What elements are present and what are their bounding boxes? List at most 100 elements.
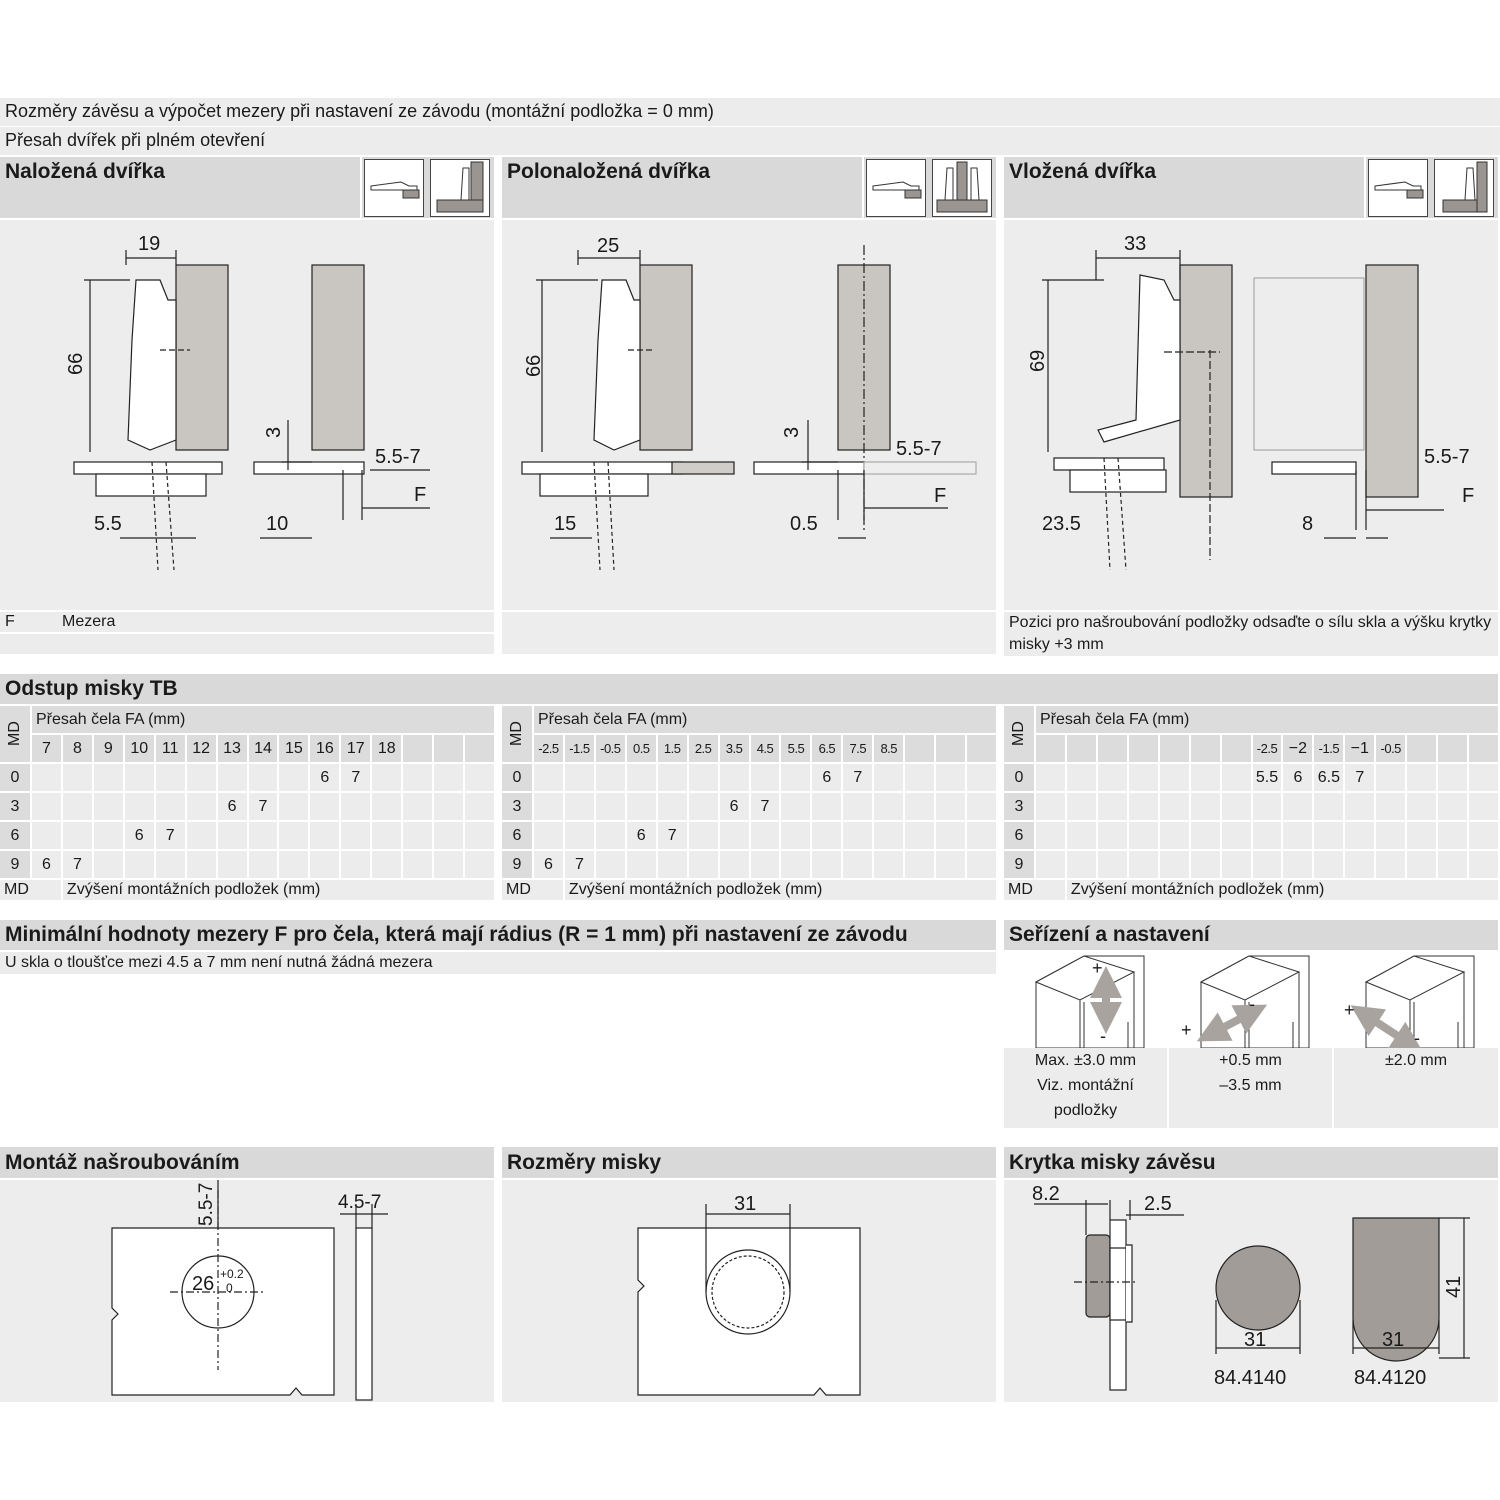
- table-cell: [248, 851, 278, 878]
- column-header: 5.5: [781, 735, 811, 762]
- plus-sign: +: [1344, 1000, 1355, 1020]
- table-cell: [124, 793, 154, 820]
- table-cell: 7: [155, 822, 185, 849]
- table-cell: [217, 764, 247, 791]
- column-header: [403, 735, 433, 762]
- column-header: [1221, 735, 1251, 762]
- adjustment-caption: Max. ±3.0 mm: [1034, 1052, 1137, 1069]
- dim-height: 66: [523, 355, 545, 377]
- table-cell: [874, 851, 904, 878]
- column-header: [1469, 735, 1498, 762]
- table-cell: [781, 793, 811, 820]
- column-header: [1438, 735, 1468, 762]
- adjustment-caption: +0.5 mm: [1219, 1052, 1282, 1069]
- table-cell: [32, 822, 61, 849]
- table-cell: [595, 822, 625, 849]
- minus-sign: -: [1414, 1028, 1420, 1048]
- table-cell: [403, 851, 433, 878]
- table-cell: [626, 793, 656, 820]
- table-cell: [1097, 793, 1127, 820]
- intro-line-2: Přesah dvířek při plném otevření: [0, 127, 1500, 155]
- column-header: −2: [1283, 735, 1313, 762]
- table-cell: 6: [32, 851, 61, 878]
- legend-key: F: [5, 613, 15, 630]
- table-cell: [812, 851, 842, 878]
- column-header: 8.5: [874, 735, 904, 762]
- column-header: 7: [32, 735, 61, 762]
- table-cell: 7: [248, 793, 278, 820]
- dim-height: 69: [1027, 350, 1049, 372]
- row-header: 3: [502, 793, 532, 820]
- table-cell: [434, 764, 464, 791]
- tol-lower: 0: [226, 1281, 233, 1295]
- column-header: 18: [372, 735, 402, 762]
- table-cell: [626, 764, 656, 791]
- footer-text: Zvýšení montážních podložek (mm): [1066, 880, 1498, 900]
- column-header: 12: [186, 735, 216, 762]
- dim-hole: 26: [192, 1273, 214, 1295]
- footer-key: MD: [1004, 880, 1065, 900]
- hinge-side-view-icon: [430, 159, 490, 217]
- adjustment-item: + - ±2.0 mm: [1334, 952, 1498, 1128]
- table-cell: [155, 764, 185, 791]
- legend-row: F Mezera: [0, 612, 494, 632]
- dim-width: 33: [1124, 233, 1146, 255]
- table-cell: [750, 822, 780, 849]
- table-cell: 6.5: [1314, 764, 1344, 791]
- round-width: 31: [1244, 1329, 1266, 1351]
- adjustment-caption: –3.5 mm: [1219, 1077, 1282, 1094]
- column-header: 3.5: [719, 735, 749, 762]
- md-axis-label: MD: [502, 706, 532, 762]
- overlay-door-diagram: 19 66 3 5.5-7 F 5.5 10: [0, 220, 494, 610]
- table-cell: [1252, 822, 1282, 849]
- table-cell: [595, 793, 625, 820]
- column-header: -2.5: [1252, 735, 1282, 762]
- table-cell: [1252, 851, 1282, 878]
- table-cell: [781, 851, 811, 878]
- column-header: 6.5: [812, 735, 842, 762]
- table-cell: [1097, 764, 1127, 791]
- header-overlay-door: Naložená dvířka: [0, 157, 360, 218]
- footer-key: MD: [502, 880, 563, 900]
- table-cell: [217, 851, 247, 878]
- table-cell: [124, 851, 154, 878]
- table-cell: [403, 793, 433, 820]
- table-cell: [1221, 851, 1251, 878]
- intro-line-1: Rozměry závěsu a výpočet mezery při nast…: [0, 98, 1500, 126]
- adjustment-illustration: + -: [1004, 952, 1167, 1048]
- row-header: 3: [1004, 793, 1034, 820]
- table-cell: [310, 793, 340, 820]
- round-code: 84.4140: [1214, 1367, 1286, 1389]
- half-overlay-note: [502, 612, 996, 654]
- table-cell: [905, 851, 935, 878]
- table-cell: [936, 822, 966, 849]
- column-header: 4.5: [750, 735, 780, 762]
- table-cell: [1469, 851, 1498, 878]
- dim-width: 19: [138, 233, 160, 255]
- table-cell: [217, 822, 247, 849]
- cup-dims-title: Rozměry misky: [502, 1147, 996, 1178]
- dim-bottom-left: 15: [554, 513, 576, 535]
- table-cell: [905, 793, 935, 820]
- column-header: -0.5: [1376, 735, 1406, 762]
- dim-gap: 5.5-7: [896, 438, 942, 460]
- table-cell: [1066, 851, 1096, 878]
- column-header: [967, 735, 996, 762]
- dim-bottom-right: 0.5: [790, 513, 818, 535]
- column-header: 16: [310, 735, 340, 762]
- dim-bottom-right: 10: [266, 513, 288, 535]
- table-cell: [1438, 822, 1468, 849]
- adjustment-title: Seřízení a nastavení: [1004, 920, 1498, 950]
- table-cell: 7: [1345, 764, 1375, 791]
- table-cell: 6: [124, 822, 154, 849]
- row-header: 3: [0, 793, 30, 820]
- legend-value: Mezera: [62, 613, 116, 630]
- table-cell: [1283, 851, 1313, 878]
- table-cell: [93, 764, 123, 791]
- table-cell: [279, 851, 309, 878]
- table-cell: [1407, 851, 1437, 878]
- table-cell: [534, 822, 563, 849]
- dim-gap: 5.5-7: [1424, 446, 1470, 468]
- table-cell: [372, 764, 402, 791]
